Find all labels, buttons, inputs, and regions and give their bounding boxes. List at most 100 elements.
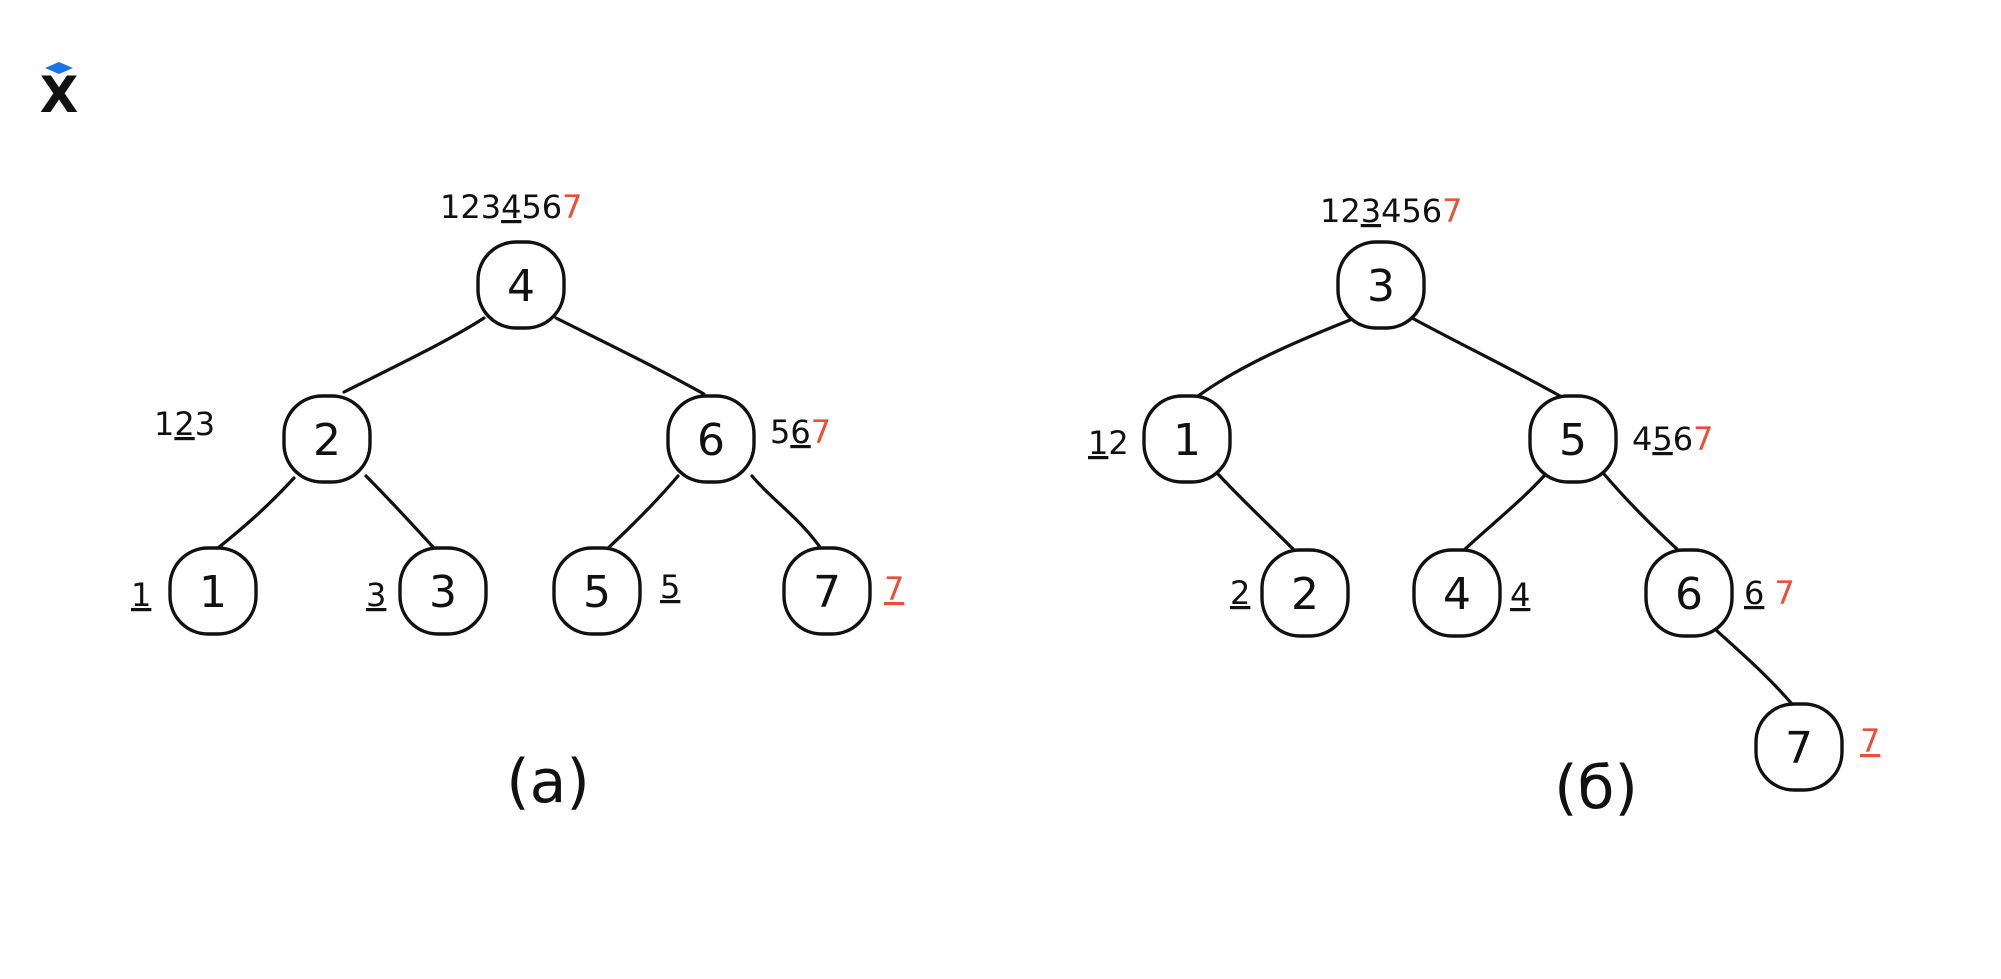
tree-a-node-label: 3: [429, 567, 457, 618]
logo-text: X: [40, 66, 79, 124]
tree-b-node: 7: [1754, 702, 1844, 792]
tree-a-node: 5: [552, 546, 642, 636]
annotation-digit: 2: [1108, 424, 1128, 462]
tree-b-node-shape: [1412, 548, 1502, 638]
tree-b-caption: (б): [1554, 753, 1638, 823]
annotation-digit: 7: [884, 570, 904, 608]
tree-a-node-label: 2: [313, 415, 341, 466]
tree-b: 3 1 5 2 4 6 7 1234567 12 4567 2: [1088, 192, 1880, 823]
tree-b-node: 4: [1412, 548, 1502, 638]
tree-b-node: 6: [1644, 548, 1734, 638]
annotation-digit: 5: [660, 568, 680, 606]
annotation-digit: 7: [811, 413, 831, 451]
tree-a-edge-2-3: [364, 474, 436, 550]
annotation-digit: 1: [1088, 424, 1108, 462]
annotation-digit: 3: [1361, 192, 1381, 230]
tree-a-annotation: 1: [131, 576, 151, 614]
tree-b-edge-5-4: [1462, 474, 1546, 552]
tree-b-node-shape: [1644, 548, 1734, 638]
tree-a-annotation: 7: [884, 570, 904, 608]
annotation-digit: 5: [770, 413, 790, 451]
tree-a-annotation: 3: [366, 576, 386, 614]
tree-a-node-shape: [552, 546, 642, 636]
tree-a: 4 2 6 1 3 5 7 1234567 123 567 1: [131, 188, 904, 817]
tree-a-node-shape: [476, 240, 566, 330]
tree-b-node: 3: [1336, 240, 1426, 330]
annotation-digit: 5: [1652, 420, 1672, 458]
logo-icon: X: [40, 62, 79, 124]
tree-b-node: 5: [1528, 394, 1618, 484]
tree-b-node-label: 4: [1443, 569, 1471, 620]
tree-b-edge-6-7: [1714, 628, 1794, 706]
tree-b-node-label: 7: [1785, 723, 1813, 774]
tree-b-annotation: 4: [1510, 576, 1530, 614]
annotation-digit: 7: [562, 188, 582, 226]
tree-b-annotation: 6 7: [1744, 574, 1795, 612]
tree-b-annotation: 1234567: [1320, 192, 1463, 230]
tree-b-node-label: 5: [1559, 415, 1587, 466]
tree-b-annotation: 4567: [1632, 420, 1713, 458]
tree-b-edge-3-5: [1410, 316, 1562, 398]
annotation-digit: 56: [521, 188, 562, 226]
tree-a-node: 7: [782, 546, 872, 636]
tree-b-annotation: 2: [1230, 574, 1250, 612]
tree-a-node-shape: [782, 546, 872, 636]
annotation-digit: 123: [440, 188, 501, 226]
tree-a-node: 1: [168, 546, 258, 636]
tree-b-node-shape: [1336, 240, 1426, 330]
tree-a-node-label: 5: [583, 567, 611, 618]
tree-b-annotation: 12: [1088, 424, 1129, 462]
tree-a-node-shape: [282, 394, 372, 484]
tree-b-node-shape: [1754, 702, 1844, 792]
annotation-digit: 7: [1860, 722, 1880, 760]
logo-cap: [45, 62, 73, 74]
annotation-digit: 2: [174, 405, 194, 443]
tree-a-caption: (a): [506, 747, 590, 817]
tree-b-node-label: 6: [1675, 569, 1703, 620]
tree-b-edge-5-6: [1602, 472, 1680, 552]
tree-b-node-shape: [1142, 394, 1232, 484]
annotation-digit: 6: [1744, 574, 1764, 612]
tree-a-node-shape: [666, 394, 756, 484]
annotation-digit: 3: [195, 405, 215, 443]
annotation-digit: 2: [1230, 574, 1250, 612]
tree-a-node-shape: [168, 546, 258, 636]
annotation-digit: 7: [1693, 420, 1713, 458]
annotation-digit: 1: [131, 576, 151, 614]
tree-a-edge-4-2: [342, 316, 486, 394]
tree-b-node-label: 2: [1291, 569, 1319, 620]
annotation-digit: 7: [1442, 192, 1462, 230]
tree-b-edge-1-2: [1216, 472, 1296, 552]
tree-a-edge-6-7: [750, 474, 824, 552]
tree-b-node-label: 1: [1173, 415, 1201, 466]
annotation-digit: 456: [1381, 192, 1442, 230]
tree-a-annotation: 5: [660, 568, 680, 606]
tree-a-node: 3: [398, 546, 488, 636]
tree-b-node: 1: [1142, 394, 1232, 484]
annotation-digit: 12: [1320, 192, 1361, 230]
annotation-digit: [1764, 574, 1774, 612]
tree-a-edge-4-6: [554, 316, 706, 396]
tree-a-node-label: 4: [507, 261, 535, 312]
tree-b-node-label: 3: [1367, 261, 1395, 312]
tree-a-node: 2: [282, 394, 372, 484]
annotation-digit: 1: [154, 405, 174, 443]
annotation-digit: 4: [1632, 420, 1652, 458]
tree-b-node-shape: [1528, 394, 1618, 484]
annotation-digit: 7: [1775, 574, 1795, 612]
tree-a-node: 4: [476, 240, 566, 330]
annotation-digit: 4: [501, 188, 521, 226]
annotation-digit: 6: [790, 413, 810, 451]
tree-a-annotation: 1234567: [440, 188, 583, 226]
tree-a-edge-2-1: [216, 476, 296, 550]
tree-b-node-shape: [1260, 548, 1350, 638]
tree-a-edge-6-5: [604, 474, 680, 552]
annotation-digit: 3: [366, 576, 386, 614]
tree-b-node: 2: [1260, 548, 1350, 638]
tree-a-node-label: 7: [813, 567, 841, 618]
tree-b-edge-3-1: [1196, 318, 1352, 398]
tree-a-node-shape: [398, 546, 488, 636]
annotation-digit: 4: [1510, 576, 1530, 614]
tree-a-node-label: 1: [199, 567, 227, 618]
